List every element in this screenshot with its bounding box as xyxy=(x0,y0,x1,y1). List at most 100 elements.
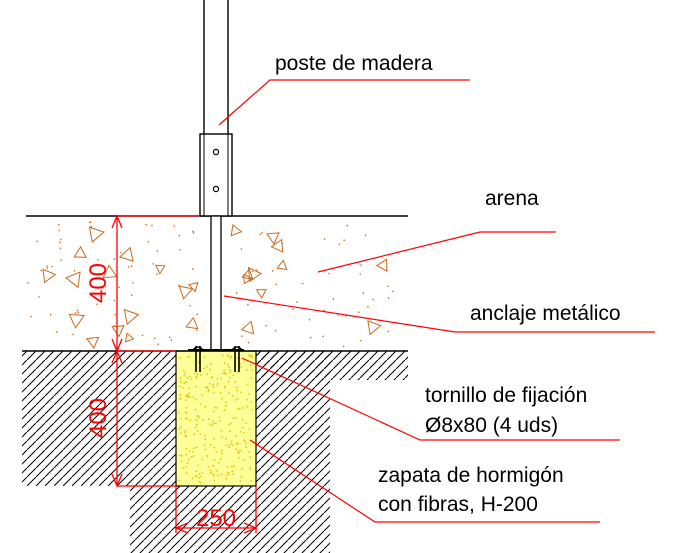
concrete-fiber-dot xyxy=(226,363,229,366)
sand-dot xyxy=(57,223,60,226)
sand-grain xyxy=(230,223,243,237)
concrete-fiber-dot xyxy=(248,466,251,469)
concrete-fiber-dot xyxy=(179,385,181,388)
concrete-fiber-dot xyxy=(194,372,196,375)
concrete-fiber-dot xyxy=(249,468,252,471)
concrete-fiber-dot xyxy=(203,444,206,446)
sand-dot xyxy=(275,283,278,286)
concrete-fiber-dot xyxy=(232,473,235,476)
concrete-fiber-dot xyxy=(209,368,211,371)
concrete-fiber-dot xyxy=(194,475,197,477)
sand-grain xyxy=(276,259,288,271)
concrete-fiber-dot xyxy=(192,477,194,480)
concrete-fiber-dot xyxy=(206,365,209,368)
sand-dot xyxy=(145,223,147,226)
concrete-fiber-dot xyxy=(242,407,245,409)
concrete-fiber-dot xyxy=(213,422,215,425)
sand-dot xyxy=(132,282,134,284)
concrete-fiber-dot xyxy=(241,427,244,429)
concrete-fiber-dot xyxy=(191,450,194,453)
concrete-fiber-dot xyxy=(186,462,189,465)
sand-dot xyxy=(343,239,346,241)
concrete-fiber-dot xyxy=(179,357,181,359)
dim-label-footing-depth: 400 xyxy=(85,398,112,438)
sand-dot xyxy=(259,233,262,236)
concrete-fiber-dot xyxy=(217,462,220,464)
concrete-fiber-dot xyxy=(247,383,249,386)
concrete-fiber-dot xyxy=(232,417,235,419)
concrete-fiber-dot xyxy=(251,368,254,371)
sand-dot xyxy=(151,224,153,227)
sand-dot xyxy=(301,282,304,285)
concrete-fiber-dot xyxy=(245,369,248,371)
concrete-fiber-dot xyxy=(241,418,244,421)
concrete-fiber-dot xyxy=(230,465,233,468)
concrete-fiber-dot xyxy=(185,381,188,384)
concrete-fiber-dot xyxy=(237,456,240,459)
concrete-fiber-dot xyxy=(207,466,210,468)
concrete-fiber-dot xyxy=(195,376,197,379)
sand-dot xyxy=(120,251,122,254)
concrete-fiber-dot xyxy=(234,380,237,383)
concrete-fiber-dot xyxy=(228,446,231,449)
concrete-fiber-dot xyxy=(190,377,193,380)
concrete-fiber-dot xyxy=(185,417,187,420)
concrete-fiber-dot xyxy=(225,474,228,477)
leader-sand xyxy=(317,231,556,273)
sand-dot xyxy=(56,331,58,333)
sand-dot xyxy=(58,229,60,232)
concrete-fiber-dot xyxy=(231,470,234,473)
concrete-fiber-dot xyxy=(179,377,182,380)
concrete-fiber-dot xyxy=(221,354,224,357)
leader-anchor xyxy=(223,295,655,333)
concrete-fiber-dot xyxy=(223,372,226,375)
concrete-fiber-dot xyxy=(240,476,243,478)
concrete-fiber-dot xyxy=(223,362,226,364)
dimension-footing-width xyxy=(174,486,258,534)
concrete-fiber-dot xyxy=(236,357,239,359)
sand-dot xyxy=(196,313,199,316)
concrete-fiber-dot xyxy=(221,397,223,400)
concrete-fiber-dot xyxy=(190,456,193,458)
sand-dot xyxy=(247,303,249,306)
concrete-fiber-dot xyxy=(181,454,184,457)
concrete-fiber-dot xyxy=(199,481,202,484)
sand-dot xyxy=(114,313,117,316)
concrete-fiber-dot xyxy=(229,371,232,373)
concrete-fiber-dot xyxy=(194,426,197,429)
concrete-fiber-dot xyxy=(195,470,198,473)
sand-dot xyxy=(240,248,243,250)
sand-grain xyxy=(64,271,81,289)
sand-dot xyxy=(271,270,274,272)
concrete-fiber-dot xyxy=(209,471,212,474)
label-screw-line2: Ø8x80 (4 uds) xyxy=(425,414,558,437)
sand-dot xyxy=(292,308,295,311)
sand-dot xyxy=(59,241,61,244)
concrete-fiber-dot xyxy=(212,464,215,467)
concrete-fiber-dot xyxy=(238,450,240,452)
concrete-fiber-dot xyxy=(246,405,249,408)
concrete-fiber-dot xyxy=(178,428,181,430)
leader-screw xyxy=(241,357,620,441)
concrete-fiber-dot xyxy=(225,437,228,440)
concrete-fiber-dot xyxy=(250,364,252,367)
concrete-fiber-dot xyxy=(229,356,232,359)
sand-dot xyxy=(76,309,79,312)
concrete-fiber-dot xyxy=(188,387,191,389)
sand-dot xyxy=(59,238,62,241)
concrete-fiber-dot xyxy=(241,467,243,470)
concrete-fiber-dot xyxy=(208,423,211,426)
sand-grain xyxy=(241,268,254,280)
sand-dot xyxy=(147,241,150,243)
sand-grain xyxy=(154,264,166,275)
sand-dot xyxy=(173,225,176,227)
sand-dot xyxy=(90,225,93,228)
concrete-fiber-dot xyxy=(196,430,199,432)
concrete-fiber-dot xyxy=(199,374,202,376)
sand-dot xyxy=(130,265,133,267)
concrete-fiber-dot xyxy=(203,356,206,359)
concrete-fiber-dot xyxy=(235,435,237,438)
concrete-footing xyxy=(175,350,257,487)
